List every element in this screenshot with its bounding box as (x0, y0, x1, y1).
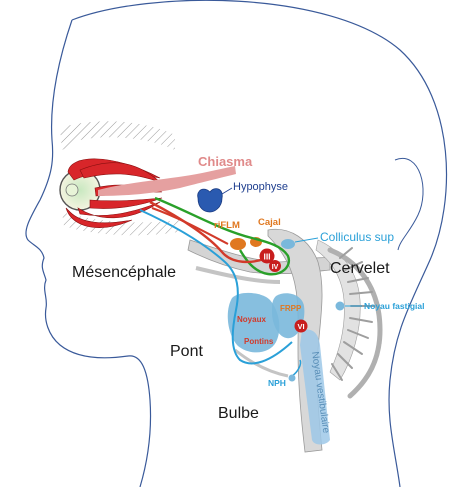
label-chiasma: Chiasma (198, 154, 253, 169)
nerve-iv-nucleus: IV (269, 260, 281, 272)
riflm-nucleus (230, 238, 246, 250)
label-colliculus-sup: Colliculus sup (320, 230, 394, 244)
nerve-vi-nucleus: VI (295, 320, 308, 333)
label-noyaux: Noyaux (237, 315, 266, 324)
label-cajal: Cajal (258, 217, 281, 228)
colliculus-sup-node (281, 239, 295, 249)
label-hypophyse: Hypophyse (233, 181, 288, 193)
nph-node (289, 375, 296, 382)
label-mesencephale: Mésencéphale (72, 264, 176, 281)
pupil (66, 184, 78, 196)
label-frpp: FRPP (280, 304, 302, 313)
label-pontins: Pontins (244, 337, 274, 346)
label-pont: Pont (170, 343, 203, 360)
label-noyau-fastigial: Noyau fastigial (364, 301, 424, 311)
hypophyse-pointer (222, 188, 232, 194)
noyau-fastigial-node (336, 302, 345, 311)
svg-text:III: III (263, 252, 270, 262)
label-riflm: riFLM (214, 220, 240, 231)
label-nph: NPH (268, 378, 286, 388)
ear-outline (395, 158, 423, 250)
label-bulbe: Bulbe (218, 405, 259, 422)
svg-text:VI: VI (297, 322, 304, 331)
face-profile (26, 20, 151, 487)
label-cervelet: Cervelet (330, 260, 390, 277)
hypophyse-gland (198, 189, 223, 212)
svg-text:IV: IV (272, 264, 279, 271)
orbit-hatch (60, 121, 175, 150)
